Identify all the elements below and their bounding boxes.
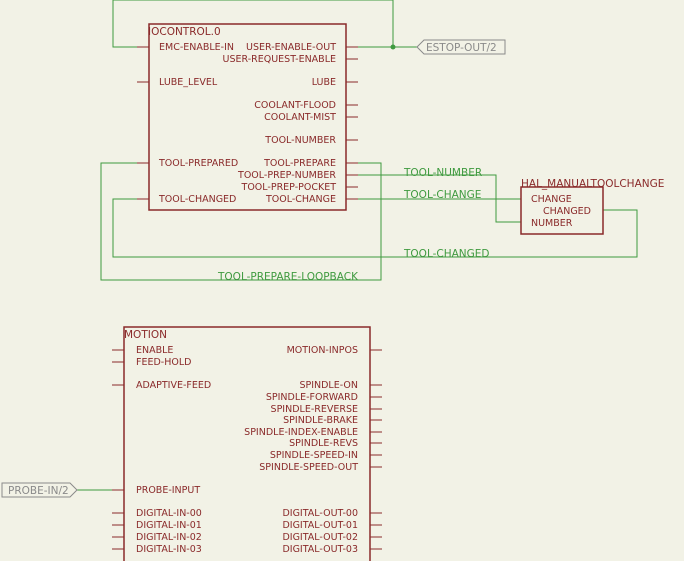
pin-label-change: CHANGE <box>531 194 572 205</box>
motion-title: MOTION <box>124 329 167 341</box>
port-estop-out-shape <box>416 39 506 55</box>
pin-label-enable: ENABLE <box>136 345 173 356</box>
wire-junction-dot <box>390 44 396 50</box>
pin-label-digital-in-00: DIGITAL-IN-00 <box>136 508 202 519</box>
iocontrol-title: IOCONTROL.0 <box>148 26 221 38</box>
pin-label-tool-prep-pocket: TOOL-PREP-POCKET <box>241 182 337 193</box>
pin-label-feed-hold: FEED-HOLD <box>136 357 191 368</box>
pin-label-probe-input: PROBE-INPUT <box>136 485 200 496</box>
pin-label-emc-enable-in: EMC-ENABLE-IN <box>159 42 234 53</box>
pin-label-motion-inpos: MOTION-INPOS <box>287 345 358 356</box>
pin-label-spindle-speed-out: SPINDLE-SPEED-OUT <box>259 462 358 473</box>
pin-label-user-enable-out: USER-ENABLE-OUT <box>246 42 336 53</box>
pin-label-tool-changed: TOOL-CHANGED <box>158 194 236 205</box>
wire-tool-prepare-loopback <box>100 162 382 281</box>
pin-label-spindle-speed-in: SPINDLE-SPEED-IN <box>270 450 358 461</box>
pin-label-number: NUMBER <box>531 218 573 229</box>
component-manualtoolchange[interactable]: HAL_MANUALTOOLCHANGE CHANGE CHANGED NUMB… <box>520 178 664 235</box>
pin-label-digital-out-03: DIGITAL-OUT-03 <box>282 544 358 555</box>
pin-label-digital-in-01: DIGITAL-IN-01 <box>136 520 202 531</box>
port-estop-out-label: ESTOP-OUT/2 <box>426 42 497 54</box>
pin-label-coolant-flood: COOLANT-FLOOD <box>254 100 336 111</box>
component-iocontrol[interactable]: IOCONTROL.0 EMC-ENABLE-IN LUBE_LEVEL TOO… <box>137 23 358 211</box>
port-probe-in-label: PROBE-IN/2 <box>8 485 69 497</box>
manualtoolchange-title: HAL_MANUALTOOLCHANGE <box>521 178 664 190</box>
pin-label-tool-prep-number: TOOL-PREP-NUMBER <box>237 170 336 181</box>
wire-estop-loop <box>112 0 394 48</box>
port-estop-out[interactable]: ESTOP-OUT/2 <box>416 39 506 55</box>
signal-label-tool-changed: TOOL-CHANGED <box>403 248 490 260</box>
pin-label-spindle-forward: SPINDLE-FORWARD <box>266 392 358 403</box>
signal-label-tool-prepare-loopback: TOOL-PREPARE-LOOPBACK <box>217 271 359 283</box>
pin-label-spindle-reverse: SPINDLE-REVERSE <box>271 404 358 415</box>
pin-label-lube: LUBE <box>312 77 336 88</box>
pin-label-adaptive-feed: ADAPTIVE-FEED <box>136 380 211 391</box>
pin-label-digital-out-01: DIGITAL-OUT-01 <box>282 520 358 531</box>
pin-label-spindle-on: SPINDLE-ON <box>299 380 358 391</box>
port-probe-in[interactable]: PROBE-IN/2 <box>1 482 78 498</box>
pin-label-tool-change: TOOL-CHANGE <box>265 194 336 205</box>
pin-label-coolant-mist: COOLANT-MIST <box>264 112 336 123</box>
pin-label-tool-number: TOOL-NUMBER <box>264 135 336 146</box>
pin-label-changed: CHANGED <box>543 206 591 217</box>
pin-label-digital-in-02: DIGITAL-IN-02 <box>136 532 202 543</box>
pin-label-digital-out-02: DIGITAL-OUT-02 <box>282 532 358 543</box>
pin-label-digital-in-03: DIGITAL-IN-03 <box>136 544 202 555</box>
signal-label-tool-number: TOOL-NUMBER <box>403 167 482 179</box>
pin-label-tool-prepared: TOOL-PREPARED <box>158 158 238 169</box>
component-motion[interactable]: MOTION ENABLE FEED-HOLD ADAPTIVE-FEED PR… <box>112 326 382 561</box>
wire-tool-changed <box>112 198 638 258</box>
manualtoolchange-box <box>520 186 604 235</box>
motion-box <box>123 326 371 561</box>
port-probe-in-shape <box>1 482 78 498</box>
pin-label-spindle-index-enable: SPINDLE-INDEX-ENABLE <box>244 427 358 438</box>
pin-label-spindle-brake: SPINDLE-BRAKE <box>283 415 358 426</box>
signal-label-tool-change: TOOL-CHANGE <box>403 189 481 201</box>
pin-label-tool-prepare: TOOL-PREPARE <box>263 158 336 169</box>
pin-label-user-request-enable: USER-REQUEST-ENABLE <box>223 54 336 65</box>
pin-label-lube-level: LUBE_LEVEL <box>159 77 218 88</box>
pin-label-digital-out-00: DIGITAL-OUT-00 <box>282 508 358 519</box>
pin-label-spindle-revs: SPINDLE-REVS <box>289 438 358 449</box>
